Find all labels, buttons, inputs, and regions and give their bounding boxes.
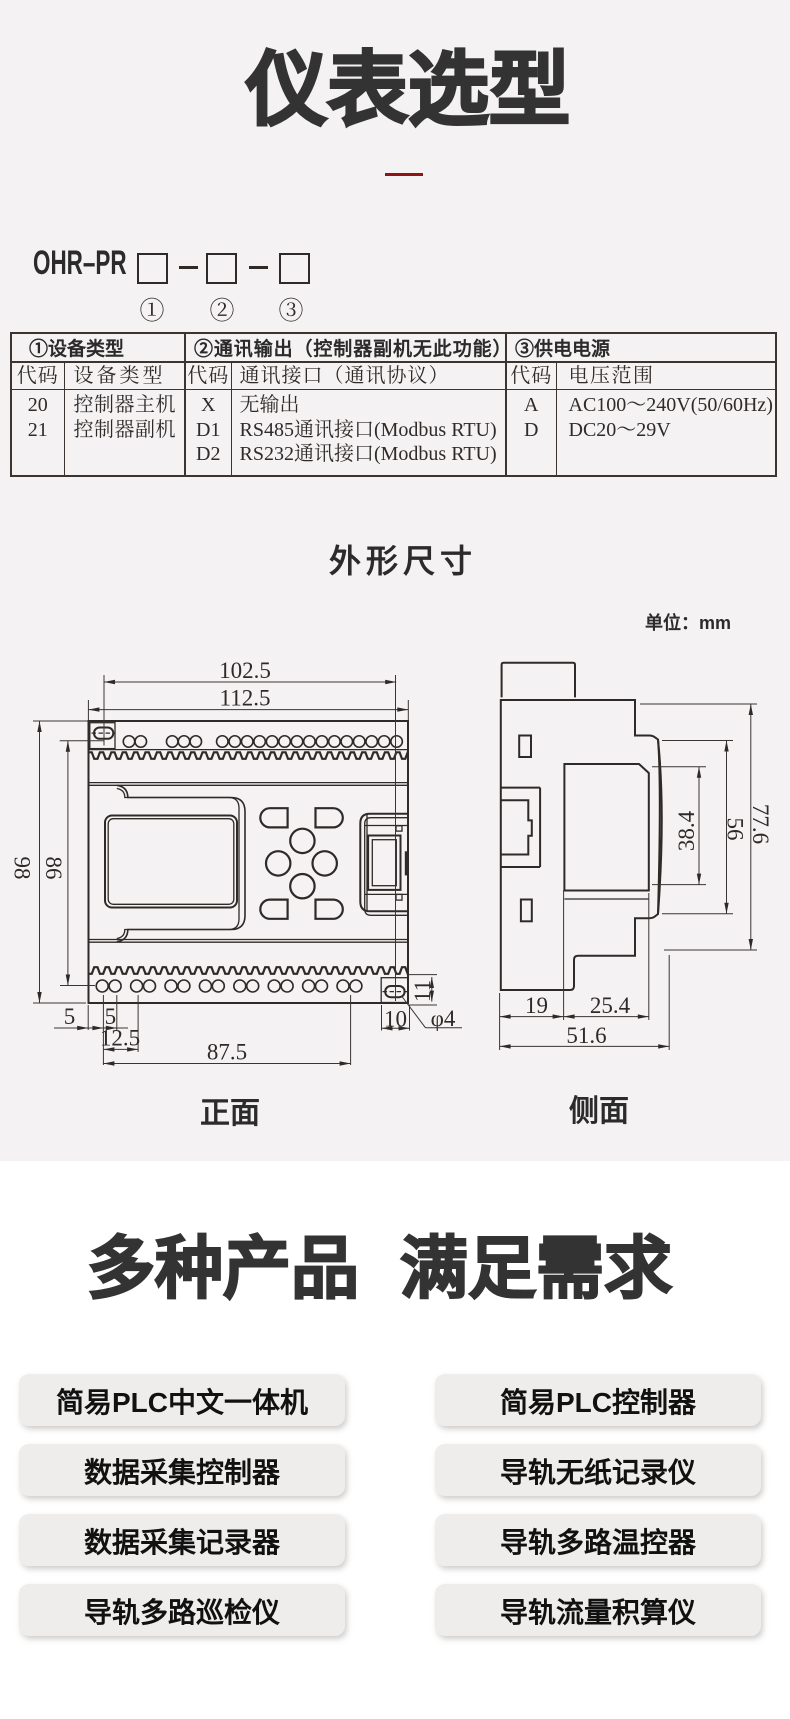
svg-text:56: 56	[723, 818, 748, 841]
svg-text:38.4: 38.4	[674, 810, 699, 851]
svg-text:102.5: 102.5	[219, 658, 271, 683]
svg-text:98: 98	[10, 857, 35, 880]
svg-text:86: 86	[41, 857, 66, 880]
svg-text:25.4: 25.4	[590, 993, 631, 1018]
svg-text:87.5: 87.5	[207, 1040, 247, 1065]
svg-text:112.5: 112.5	[220, 686, 271, 711]
svg-text:77.6: 77.6	[748, 804, 773, 844]
svg-text:19: 19	[525, 993, 548, 1018]
svg-text:φ4: φ4	[431, 1006, 456, 1031]
svg-text:5: 5	[105, 1004, 117, 1029]
svg-text:10: 10	[384, 1006, 407, 1031]
svg-text:5: 5	[64, 1004, 76, 1029]
svg-text:12.5: 12.5	[100, 1026, 140, 1051]
svg-text:11: 11	[410, 980, 435, 1002]
svg-text:51.6: 51.6	[566, 1023, 606, 1048]
